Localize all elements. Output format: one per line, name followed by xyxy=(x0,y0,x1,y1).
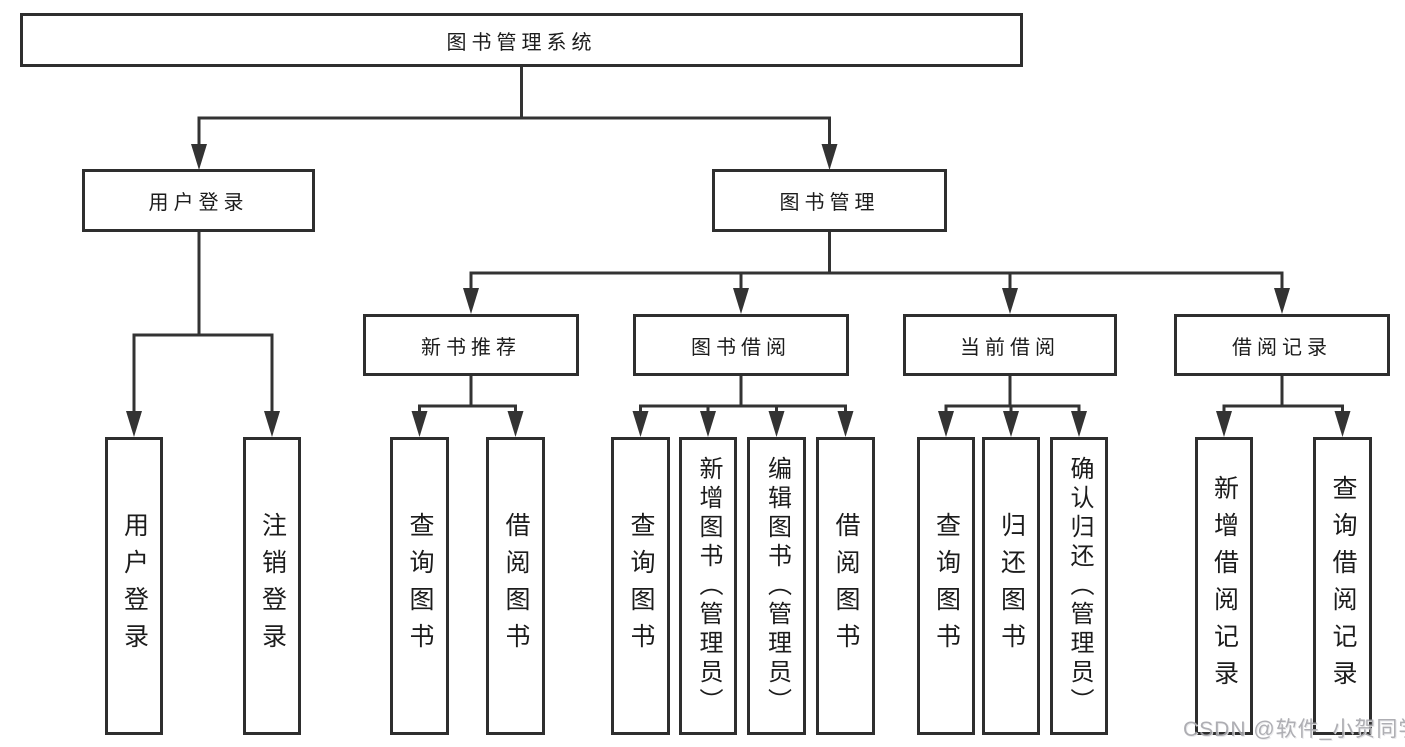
node-user-login: 用户登录 xyxy=(82,169,315,232)
connector-new-book-recommend-to-leaves xyxy=(411,373,524,437)
csdn-watermark: CSDN @软件_小贺同学 xyxy=(1183,718,1405,741)
connector-book-management-to-level3 xyxy=(463,230,1290,314)
leaf-query-borrow-record: 查询借阅记录 xyxy=(1313,437,1372,735)
leaf-confirm-return-admin: 确认归还（管理员） xyxy=(1050,437,1108,735)
leaf-confirm-return-admin-label: 确认归还（管理员） xyxy=(1066,455,1093,717)
leaf-add-books-admin-label: 新增图书（管理员） xyxy=(695,455,722,717)
node-book-borrow: 图书借阅 xyxy=(633,314,849,376)
leaf-edit-books-admin-label: 编辑图书（管理员） xyxy=(763,455,791,717)
connector-borrow-records-to-leaves xyxy=(1216,373,1351,437)
node-book-management: 图书管理 xyxy=(712,169,947,232)
leaf-recommend-query-books-label: 查询图书 xyxy=(406,512,434,660)
leaf-add-books-admin: 新增图书（管理员） xyxy=(679,437,737,735)
leaf-borrow-query-books-label: 查询图书 xyxy=(627,512,655,660)
leaf-return-books-label: 归还图书 xyxy=(997,512,1026,660)
leaf-user-login-label: 用户登录 xyxy=(120,512,149,660)
leaf-recommend-borrow-books: 借阅图书 xyxy=(486,437,545,735)
connector-current-borrow-to-leaves xyxy=(938,373,1087,437)
leaf-borrow-books-label: 借阅图书 xyxy=(832,512,860,660)
leaf-user-login: 用户登录 xyxy=(105,437,163,735)
node-borrow-records: 借阅记录 xyxy=(1174,314,1390,376)
leaf-current-query-books: 查询图书 xyxy=(917,437,975,735)
leaf-recommend-borrow-books-label: 借阅图书 xyxy=(502,512,530,660)
connector-root-to-level2 xyxy=(191,65,838,170)
leaf-edit-books-admin: 编辑图书（管理员） xyxy=(747,437,806,735)
node-current-borrow: 当前借阅 xyxy=(903,314,1117,376)
leaf-query-borrow-record-label: 查询借阅记录 xyxy=(1329,475,1357,697)
leaf-borrow-query-books: 查询图书 xyxy=(611,437,670,735)
leaf-borrow-books: 借阅图书 xyxy=(816,437,875,735)
leaf-return-books: 归还图书 xyxy=(982,437,1040,735)
leaf-logout-login: 注销登录 xyxy=(243,437,301,735)
connector-user-login-to-leaves xyxy=(126,230,280,437)
node-new-book-recommend: 新书推荐 xyxy=(363,314,579,376)
leaf-add-borrow-record-label: 新增借阅记录 xyxy=(1210,475,1239,697)
leaf-recommend-query-books: 查询图书 xyxy=(390,437,449,735)
leaf-logout-login-label: 注销登录 xyxy=(258,512,287,660)
connector-book-borrow-to-leaves xyxy=(632,373,854,437)
leaf-current-query-books-label: 查询图书 xyxy=(932,512,961,660)
node-root-library-management-system: 图书管理系统 xyxy=(20,13,1023,67)
leaf-add-borrow-record: 新增借阅记录 xyxy=(1195,437,1253,735)
